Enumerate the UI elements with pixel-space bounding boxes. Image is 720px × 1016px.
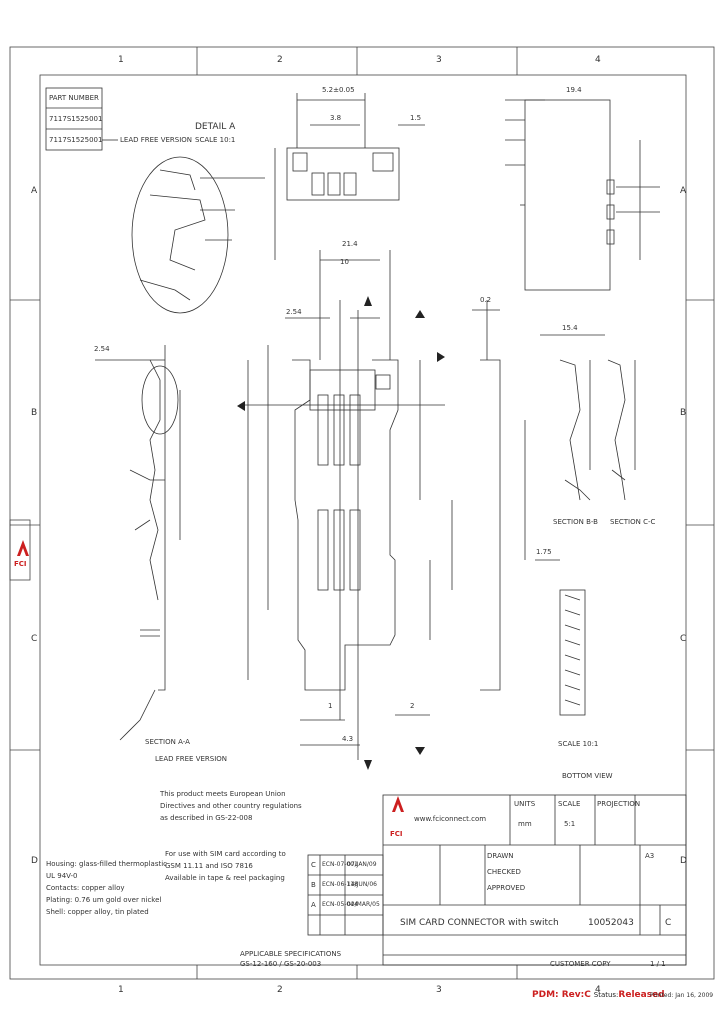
pdm-revision: C [584, 990, 591, 1000]
compliance-note-3: as described in GS-22-008 [160, 814, 253, 822]
row-label-d: D [31, 856, 38, 866]
footer-small-2: GS-12-160 / GS-20-003 [240, 960, 322, 968]
units-value: mm [518, 820, 532, 828]
dim-thickness: 15.4 [562, 324, 578, 332]
rev-row-1-date: 07/JAN/09 [347, 861, 377, 868]
row-label-b: B [31, 408, 38, 418]
row-label-d-right: D [680, 856, 687, 866]
rev-row-1-rev: C [311, 861, 316, 869]
bottom-view-title: BOTTOM VIEW [562, 772, 613, 780]
rev-row-3-date: 02/MAR/05 [347, 901, 380, 908]
column-label-2: 2 [277, 55, 283, 65]
dim-side-gap: 1.5 [410, 114, 422, 122]
column-label-4-bottom: 4 [595, 985, 601, 995]
material-note-2: UL 94V-0 [46, 872, 78, 880]
dim-inner-width: 3.8 [330, 114, 342, 122]
part-table-header: PART NUMBER [49, 94, 99, 102]
size-value: A3 [645, 852, 655, 860]
dim-clearance: 1.75 [536, 548, 552, 556]
rev-row-3-ecn: ECN-05-044 [322, 901, 358, 908]
column-label-1-bottom: 1 [118, 985, 124, 995]
scale-label: SCALE [558, 800, 581, 808]
drawn-label: DRAWN [487, 852, 514, 860]
website-link[interactable]: www.fciconnect.com [414, 815, 487, 823]
dim-side: 19.4 [566, 86, 582, 94]
column-label-3-bottom: 3 [436, 985, 442, 995]
rev-row-3-rev: A [311, 901, 316, 909]
lead-free-note: LEAD FREE VERSION [120, 136, 193, 144]
dim-pitch: 10 [340, 258, 349, 266]
section-bb-title: SECTION B-B [553, 518, 598, 526]
row-label-b-right: B [680, 408, 687, 418]
revision-letter: C [665, 918, 672, 928]
part-number-2: 7117S1525001 [49, 136, 103, 144]
packaging-note-2: GSM 11.11 and ISO 7816 [165, 862, 253, 870]
document-number: 10052043 [588, 918, 634, 928]
detail-a-scale: SCALE 10:1 [195, 136, 236, 144]
checked-label: CHECKED [487, 868, 521, 876]
scale-value: 5:1 [564, 820, 576, 828]
pdm-label: PDM: Rev: [532, 990, 585, 1000]
dim-stand: 0.2 [480, 296, 492, 304]
units-label: UNITS [514, 800, 536, 808]
dim-bottom-3: 4.3 [342, 735, 354, 743]
column-label-4: 4 [595, 55, 601, 65]
pdm-status: PDM: Rev:C Status:Released [532, 990, 665, 1000]
footer-small-1: APPLICABLE SPECIFICATIONS [240, 950, 342, 958]
row-label-c: C [31, 634, 38, 644]
detail-scale: SCALE 10:1 [558, 740, 599, 748]
packaging-note-3: Available in tape & reel packaging [165, 874, 285, 882]
rev-row-2-date: 14/JUN/06 [347, 881, 377, 888]
customer-copy: CUSTOMER COPY [550, 960, 611, 968]
column-label-2-bottom: 2 [277, 985, 283, 995]
section-cc-title: SECTION C-C [610, 518, 656, 526]
drawing-title: SIM CARD CONNECTOR with switch [400, 918, 559, 928]
material-note-3: Contacts: copper alloy [46, 884, 125, 892]
status-value: Released [618, 990, 665, 1000]
row-label-a-right: A [680, 186, 687, 196]
column-label-3: 3 [436, 55, 442, 65]
material-note-5: Shell: copper alloy, tin plated [46, 908, 149, 916]
projection-label: PROJECTION [597, 800, 641, 808]
printed-date: Printed: Jan 16, 2009 [650, 992, 714, 999]
dim-top-width: 5.2±0.05 [322, 86, 355, 94]
material-note-1: Housing: glass-filled thermoplastic [46, 860, 168, 868]
rev-row-2-ecn: ECN-06-118 [322, 881, 358, 888]
rev-row-1-ecn: ECN-07-001 [322, 861, 358, 868]
detail-a-title: DETAIL A [195, 122, 236, 132]
approved-label: APPROVED [487, 884, 526, 892]
section-aa-title: SECTION A-A [145, 738, 190, 746]
row-label-c-right: C [680, 634, 687, 644]
row-label-a: A [31, 186, 38, 196]
section-aa-note: LEAD FREE VERSION [155, 755, 228, 763]
status-label: Status: [593, 991, 619, 999]
part-number-1: 7117S1525001 [49, 115, 103, 123]
dim-bottom-2: 2 [410, 702, 415, 710]
dim-bottom-1: 1 [328, 702, 333, 710]
sheet-number: 1 / 1 [650, 960, 666, 968]
dim-tab: 2.54 [286, 308, 302, 316]
column-label-1: 1 [118, 55, 124, 65]
rev-row-2-rev: B [311, 881, 316, 889]
dim-tip: 2.54 [94, 345, 110, 353]
material-note-4: Plating: 0.76 um gold over nickel [46, 896, 162, 904]
packaging-note-1: For use with SIM card according to [165, 850, 286, 858]
compliance-note-1: This product meets European Union [160, 790, 286, 798]
compliance-note-2: Directives and other country regulations [160, 802, 302, 810]
fci-brand: FCI [390, 830, 403, 838]
fci-brand-strip: FCI [14, 560, 27, 568]
dim-overall: 21.4 [342, 240, 358, 248]
